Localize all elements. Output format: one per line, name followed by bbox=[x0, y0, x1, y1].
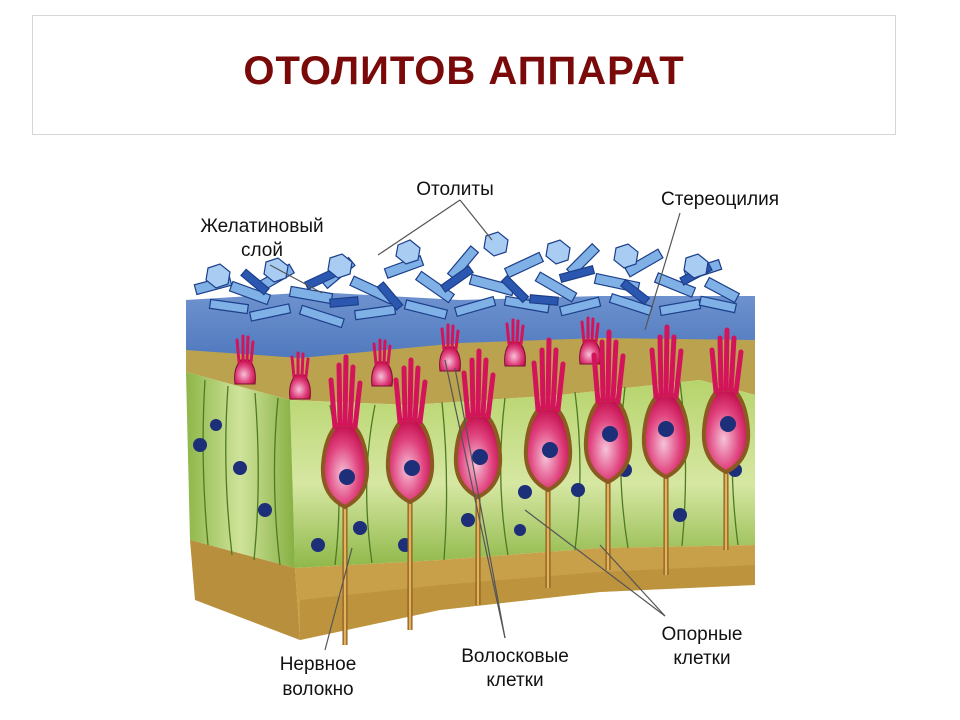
hair-cell-small bbox=[504, 318, 526, 367]
basal-layer-side bbox=[190, 540, 300, 640]
gelatinous-layer bbox=[186, 292, 755, 360]
hair-cell-small bbox=[371, 338, 393, 387]
hair-cell-small bbox=[439, 323, 461, 372]
hair-cell bbox=[583, 329, 633, 570]
label-hair-cells-line2: клетки bbox=[486, 670, 543, 691]
hair-cell bbox=[641, 324, 691, 575]
label-hair-cells-line1: Волосковые bbox=[461, 646, 569, 667]
leader-lines bbox=[269, 199, 681, 651]
label-supporting-cells-line1: Опорные bbox=[662, 624, 743, 645]
page-title: ОТОЛИТОВ АППАРАТ bbox=[243, 48, 685, 93]
label-gelatinous-layer-line2: слой bbox=[241, 240, 283, 261]
label-nerve-fiber-line1: Нервное bbox=[280, 654, 357, 675]
otolith-crystals bbox=[193, 231, 741, 329]
label-gelatinous-layer-line1: Желатиновый bbox=[200, 216, 323, 237]
basal-layer-front-shade bbox=[300, 565, 755, 640]
title-box: ОТОЛИТОВ АППАРАТ bbox=[32, 15, 896, 135]
labels: Отолиты Стереоцилия Желатиновый слой Нер… bbox=[200, 179, 779, 700]
hair-cell bbox=[523, 337, 573, 588]
supporting-cell-nuclei bbox=[193, 419, 742, 552]
label-supporting-cells-line2: клетки bbox=[673, 648, 730, 669]
hair-cell bbox=[385, 357, 435, 630]
label-nerve-fiber-line2: волокно bbox=[282, 679, 353, 700]
label-stereocilia: Стереоцилия bbox=[661, 189, 779, 210]
hair-cell bbox=[701, 327, 751, 550]
hair-cells bbox=[234, 316, 751, 645]
hair-cell-small bbox=[289, 351, 311, 400]
label-otoliths: Отолиты bbox=[416, 179, 493, 200]
hair-cell-small bbox=[234, 334, 256, 385]
